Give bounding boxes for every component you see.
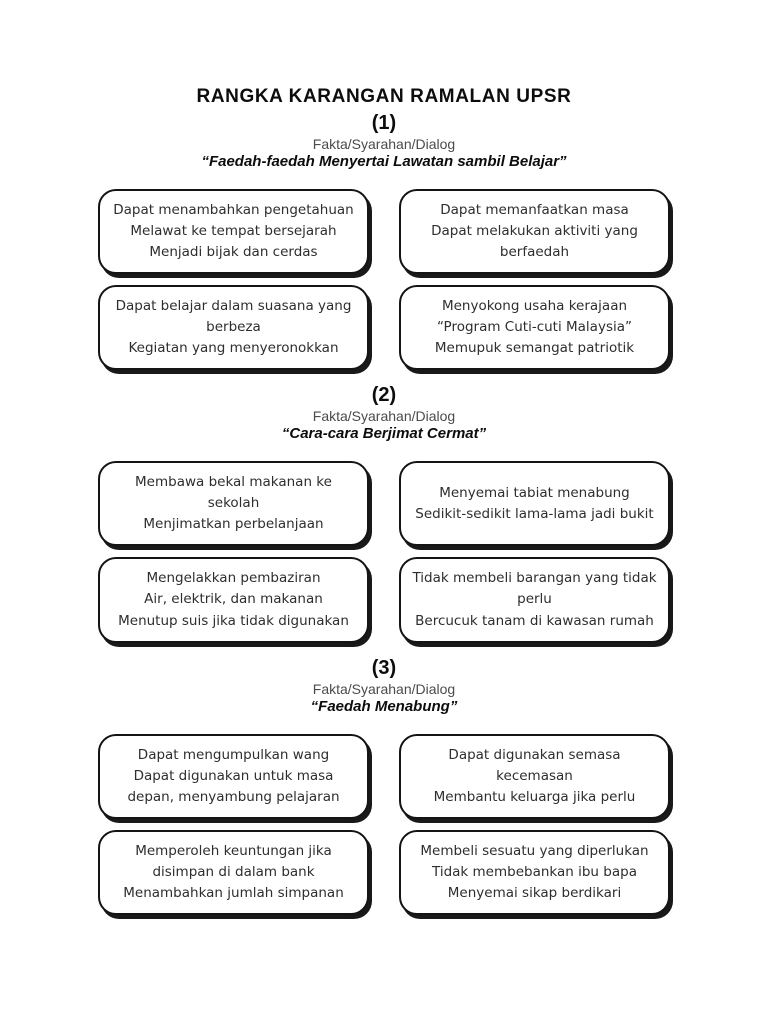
section-1-box-grid: Dapat menambahkan pengetahuan Melawat ke… — [98, 188, 670, 371]
outline-box: Dapat memanfaatkan masa Dapat melakukan … — [399, 188, 670, 275]
section-topic: “Faedah Menabung” — [310, 697, 458, 715]
section-topic: “Cara-cara Berjimat Cermat” — [281, 425, 487, 443]
outline-box: Dapat mengumpulkan wang Dapat digunakan … — [98, 733, 369, 819]
outline-box: Dapat menambahkan pengetahuan Melawat ke… — [98, 188, 369, 275]
section-2-box-grid: Membawa bekal makanan ke sekolah Menjima… — [98, 461, 670, 643]
outline-box: Memperoleh keuntungan jika disimpan di d… — [98, 829, 369, 915]
outline-box: Dapat belajar dalam suasana yang berbeza… — [98, 285, 369, 371]
document-title: RANGKA KARANGAN RAMALAN UPSR — [196, 86, 572, 107]
section-number: (3) — [371, 656, 397, 679]
section-2: (2) Fakta/Syarahan/Dialog “Cara-cara Ber… — [98, 383, 670, 643]
document-content: RANGKA KARANGAN RAMALAN UPSR (1) Fakta/S… — [98, 86, 670, 915]
section-3-box-grid: Dapat mengumpulkan wang Dapat digunakan … — [98, 733, 670, 915]
section-3: (3) Fakta/Syarahan/Dialog “Faedah Menabu… — [98, 656, 670, 915]
section-type-label: Fakta/Syarahan/Dialog — [312, 408, 456, 425]
outline-box-text: Menyemai tabiat menabung Sedikit-sedikit… — [415, 484, 654, 522]
outline-box-text: Tidak membeli barangan yang tidak perlu … — [412, 570, 657, 629]
section-type-label: Fakta/Syarahan/Dialog — [312, 135, 456, 152]
section-number: (2) — [371, 384, 397, 407]
outline-box-text: Dapat belajar dalam suasana yang berbeza… — [115, 298, 352, 357]
outline-box-text: Menyokong usaha kerajaan “Program Cuti-c… — [434, 298, 635, 357]
outline-box: Membawa bekal makanan ke sekolah Menjima… — [98, 461, 369, 547]
outline-box-text: Memperoleh keuntungan jika disimpan di d… — [123, 842, 344, 901]
outline-box-text: Mengelakkan pembaziran Air, elektrik, da… — [118, 570, 349, 629]
outline-box: Mengelakkan pembaziran Air, elektrik, da… — [98, 557, 369, 643]
section-1: (1) Fakta/Syarahan/Dialog “Faedah-faedah… — [98, 111, 670, 371]
outline-box: Menyemai tabiat menabung Sedikit-sedikit… — [399, 461, 670, 547]
outline-box: Menyokong usaha kerajaan “Program Cuti-c… — [399, 285, 670, 371]
outline-box: Dapat digunakan semasa kecemasan Membant… — [399, 733, 670, 819]
outline-box-text: Dapat memanfaatkan masa Dapat melakukan … — [431, 201, 638, 260]
outline-box-text: Dapat menambahkan pengetahuan Melawat ke… — [113, 201, 354, 260]
section-number: (1) — [371, 111, 397, 134]
outline-box-text: Dapat digunakan semasa kecemasan Membant… — [433, 746, 636, 805]
outline-box-text: Membeli sesuatu yang diperlukan Tidak me… — [420, 842, 649, 901]
outline-box-text: Membawa bekal makanan ke sekolah Menjima… — [135, 474, 332, 533]
outline-box: Tidak membeli barangan yang tidak perlu … — [399, 557, 670, 643]
outline-box-text: Dapat mengumpulkan wang Dapat digunakan … — [127, 746, 340, 805]
section-topic: “Faedah-faedah Menyertai Lawatan sambil … — [201, 152, 567, 170]
outline-box: Membeli sesuatu yang diperlukan Tidak me… — [399, 829, 670, 915]
section-type-label: Fakta/Syarahan/Dialog — [312, 680, 456, 697]
